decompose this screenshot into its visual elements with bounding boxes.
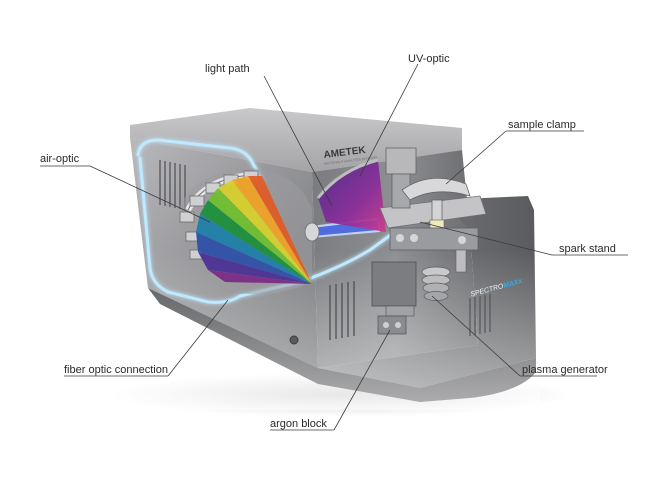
callout-label-uv-optic: UV-optic xyxy=(408,53,450,65)
callout-label-plasma-generator: plasma generator xyxy=(522,364,608,376)
callout-label-fiber-optic-connection: fiber optic connection xyxy=(64,364,168,376)
vent-grille-front xyxy=(329,281,355,340)
callout-label-sample-clamp: sample clamp xyxy=(508,119,576,131)
callout-argon-block: argon block xyxy=(270,329,391,431)
callout-label-light-path: light path xyxy=(205,63,250,75)
callout-label-air-optic: air-optic xyxy=(40,153,80,165)
housing-top xyxy=(130,108,462,172)
plasma-generator-assembly xyxy=(371,261,451,317)
callout-air-optic: air-optic xyxy=(40,153,211,223)
callout-uv-optic: UV-optic xyxy=(359,53,450,177)
uv-optic-assembly xyxy=(316,158,386,232)
callout-fiber-optic-connection: fiber optic connection xyxy=(64,299,229,377)
callout-plasma-generator: plasma generator xyxy=(431,295,608,377)
brand-name: AMETEK xyxy=(323,145,367,161)
front-panel-port xyxy=(289,335,299,345)
callout-label-spark-stand: spark stand xyxy=(559,243,616,255)
brand-plate: AMETEK MATERIALS ANALYSIS DIVISION xyxy=(323,145,378,166)
spectrum-light-fan xyxy=(196,176,312,284)
vent-grille-right xyxy=(469,294,491,336)
callout-sample-clamp: sample clamp xyxy=(445,119,584,185)
spark-stand-assembly xyxy=(379,147,487,273)
argon-block-assembly xyxy=(377,315,407,335)
brand-subtitle: MATERIALS ANALYSIS DIVISION xyxy=(324,155,378,166)
callout-label-argon-block: argon block xyxy=(270,418,327,430)
callout-spark-stand: spark stand xyxy=(419,221,628,256)
callout-light-path: light path xyxy=(205,63,333,207)
